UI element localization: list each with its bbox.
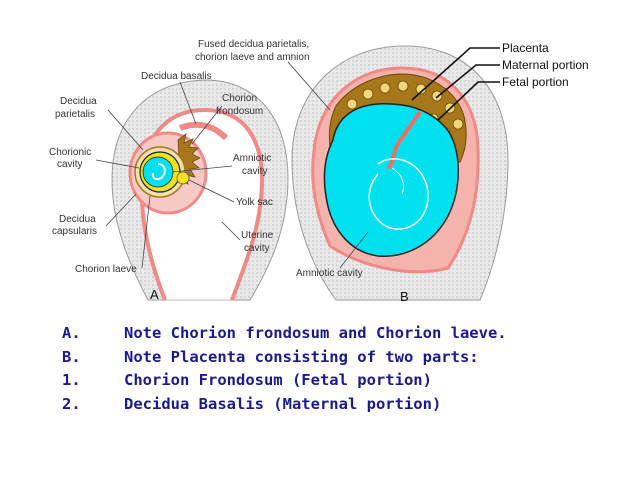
note-text: Chorion Frondosum (Fetal portion) bbox=[124, 371, 432, 389]
panel-a-decidua-parietalis bbox=[139, 107, 265, 301]
note-marker: B. bbox=[62, 347, 81, 366]
label-placenta: Placenta bbox=[502, 41, 549, 55]
panel-a-embryo bbox=[151, 163, 166, 181]
panel-a-diagram bbox=[111, 79, 289, 301]
panel-a-amniotic-cavity bbox=[142, 156, 174, 188]
note-text: Note Placenta consisting of two parts: bbox=[124, 347, 479, 366]
notes-list: A. Note Chorion frondosum and Chorion la… bbox=[62, 322, 622, 416]
panel-b-embryo-detail bbox=[391, 167, 405, 195]
embryo-placenta-diagram: Decidua basalis Decidua parietalis Chori… bbox=[49, 39, 589, 304]
note-item-1: 1. Chorion Frondosum (Fetal portion) bbox=[62, 369, 622, 393]
note-item-b: B. Note Placenta consisting of two parts… bbox=[62, 346, 622, 370]
panel-a-decidua-basalis bbox=[178, 121, 229, 141]
panel-b-embryo bbox=[368, 158, 429, 230]
label-fused-line2: chorion laeve and amnion bbox=[195, 52, 310, 63]
label-decidua-capsularis-line2: capsularis bbox=[52, 226, 97, 237]
note-marker: 1. bbox=[62, 371, 81, 389]
label-maternal-portion: Maternal portion bbox=[502, 58, 589, 72]
note-item-2: 2. Decidua Basalis (Maternal portion) bbox=[62, 393, 622, 417]
label-chorion-laeve: Chorion laeve bbox=[75, 264, 137, 275]
panel-b-leader-lines bbox=[287, 47, 500, 269]
panel-b-diagram bbox=[291, 45, 509, 301]
label-chorionic-cavity-line2: cavity bbox=[57, 159, 83, 170]
label-fused-line1: Fused decidua parietalis, bbox=[198, 39, 309, 50]
label-chorion-frondosum-line2: frondosum bbox=[216, 106, 263, 117]
label-chorionic-cavity-line1: Chorionic bbox=[49, 147, 91, 158]
label-amniotic-cavity-line1: Amniotic bbox=[233, 153, 271, 164]
note-text: Decidua Basalis (Maternal portion) bbox=[124, 394, 442, 413]
panel-a-yolk-sac bbox=[176, 171, 190, 185]
panel-b-umbilical-cord bbox=[386, 110, 422, 170]
label-yolk-sac: Yolk sac bbox=[236, 197, 273, 208]
label-amniotic-cavity-line2: cavity bbox=[242, 166, 268, 177]
panel-b-labels: Fused decidua parietalis, chorion laeve … bbox=[195, 39, 589, 304]
note-text: Note Chorion frondosum and Chorion laeve… bbox=[124, 324, 507, 342]
label-decidua-parietalis-line1: Decidua bbox=[60, 96, 97, 107]
panel-a-letter: A bbox=[150, 287, 159, 302]
label-fetal-portion: Fetal portion bbox=[502, 75, 569, 89]
note-marker: 2. bbox=[62, 394, 81, 413]
label-uterine-cavity-line1: Uterine bbox=[241, 230, 274, 241]
panel-b-amniotic-cavity bbox=[323, 103, 459, 257]
label-amniotic-cavity-b: Amniotic cavity bbox=[296, 268, 363, 279]
panel-b-letter: B bbox=[400, 289, 409, 304]
note-marker: A. bbox=[62, 324, 81, 342]
note-item-a: A. Note Chorion frondosum and Chorion la… bbox=[62, 322, 622, 346]
label-decidua-basalis: Decidua basalis bbox=[141, 71, 212, 82]
label-decidua-capsularis-line1: Decidua bbox=[59, 214, 96, 225]
label-decidua-parietalis-line2: parietalis bbox=[55, 109, 95, 120]
label-uterine-cavity-line2: cavity bbox=[244, 243, 270, 254]
panel-a-labels: Decidua basalis Decidua parietalis Chori… bbox=[49, 71, 274, 302]
panel-a-leader-lines bbox=[95, 81, 241, 269]
label-chorion-frondosum-line1: Chorion bbox=[222, 93, 257, 104]
